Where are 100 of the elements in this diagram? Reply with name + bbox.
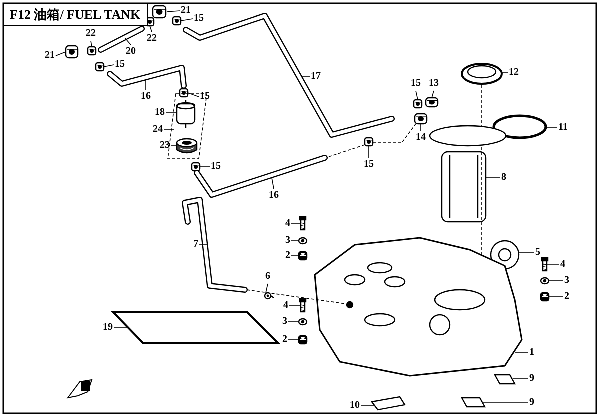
assembly-line (328, 144, 366, 158)
pipe-fitting (425, 97, 439, 108)
callout-number: 13 (429, 78, 439, 90)
callout-number: 1 (530, 347, 534, 359)
assembly-line (246, 290, 346, 304)
callout-number: 22 (147, 33, 157, 45)
fuel-filter (176, 100, 196, 128)
hose-clip (264, 292, 274, 300)
lock-ring (461, 63, 503, 85)
hose-clamp (95, 62, 105, 72)
leader-line (482, 402, 529, 404)
leader-line (166, 112, 178, 114)
rubber-pad (370, 396, 406, 411)
leader-line (199, 244, 208, 246)
leader-line (548, 280, 564, 282)
leader-line (188, 92, 200, 98)
washer (298, 237, 308, 245)
hose-clamp (172, 16, 182, 26)
leader-line (266, 284, 268, 294)
callout-number: 15 (411, 78, 421, 90)
callout-number: 5 (536, 247, 540, 259)
rubber-sleeve (176, 138, 198, 154)
leader-line (512, 378, 529, 380)
callout-number: 3 (564, 275, 570, 287)
callout-number: 21 (181, 5, 191, 17)
callout-number: 7 (194, 239, 198, 251)
callout-number: 9 (530, 373, 534, 385)
rubber-pad (494, 374, 516, 385)
fuel-tank (314, 237, 523, 377)
pipe-fitting (414, 113, 428, 125)
callout-number: 18 (155, 107, 165, 119)
callout-number: 3 (282, 316, 288, 328)
callout-number: 4 (560, 259, 566, 271)
callout-number: 15 (211, 161, 221, 173)
callout-number: 23 (160, 140, 170, 152)
callout-number: 9 (530, 397, 534, 409)
fuel-hose (194, 155, 328, 198)
washer (540, 277, 550, 285)
leader-line (180, 18, 194, 22)
callout-number: 2 (564, 291, 570, 303)
hose-clamp (179, 88, 189, 98)
seal-ring (492, 114, 548, 140)
rubber-pad (460, 397, 486, 408)
callout-number: 15 (115, 59, 125, 71)
callout-number: 19 (103, 322, 113, 334)
callout-number: 24 (153, 124, 163, 136)
leader-line (518, 252, 535, 254)
leader-line (291, 240, 300, 242)
callout-number: 17 (311, 71, 321, 83)
callout-number: 12 (509, 67, 519, 79)
callout-number: 16 (269, 190, 279, 202)
fuel-hose (182, 197, 248, 293)
leader-line (166, 10, 180, 12)
bolt (299, 298, 307, 313)
leader-line (420, 124, 422, 132)
leader-line (502, 72, 508, 74)
leader-line (548, 296, 564, 298)
leader-line (302, 76, 310, 78)
leader-line (104, 64, 114, 68)
fuel-hose (183, 13, 395, 138)
callout-number: 3 (286, 235, 290, 247)
leader-line (368, 146, 370, 158)
hose-clamp (87, 46, 97, 56)
fuel-line (98, 26, 145, 53)
washer (298, 318, 308, 326)
hose-clamp (191, 162, 201, 172)
hose-clamp (364, 137, 374, 147)
callout-number: 11 (558, 122, 568, 134)
rubber-grommet (540, 292, 550, 302)
callout-number: 6 (266, 271, 270, 283)
leader-line (272, 178, 274, 190)
leader-line (416, 90, 418, 100)
callout-number: 14 (416, 132, 426, 144)
leader-line (542, 264, 560, 266)
diagram-title: F12 油箱/ FUEL TANK (4, 4, 148, 26)
rubber-grommet (298, 251, 308, 261)
callout-number: 20 (126, 46, 136, 58)
fuel-pump (429, 125, 507, 223)
callout-number: 16 (141, 91, 151, 103)
callout-number: 8 (502, 172, 506, 184)
pipe-fitting (152, 5, 167, 19)
leader-line (432, 90, 434, 98)
callout-number: 21 (45, 50, 55, 62)
callout-number: 15 (194, 13, 204, 25)
rubber-grommet (298, 335, 308, 345)
leader-line (90, 40, 92, 48)
pipe-fitting (65, 45, 79, 59)
bolt (299, 216, 307, 231)
leader-line (200, 166, 210, 168)
assembly-line (372, 124, 416, 144)
callout-number: 4 (286, 218, 290, 230)
callout-number: 2 (282, 334, 288, 346)
leader-line (150, 26, 152, 32)
callout-number: 2 (286, 250, 290, 262)
callout-number: 15 (364, 159, 374, 171)
callout-number: 10 (350, 400, 360, 412)
callout-number: 15 (200, 91, 210, 103)
bolt (541, 257, 549, 272)
leader-line (514, 352, 529, 354)
callout-number: 4 (284, 300, 288, 312)
